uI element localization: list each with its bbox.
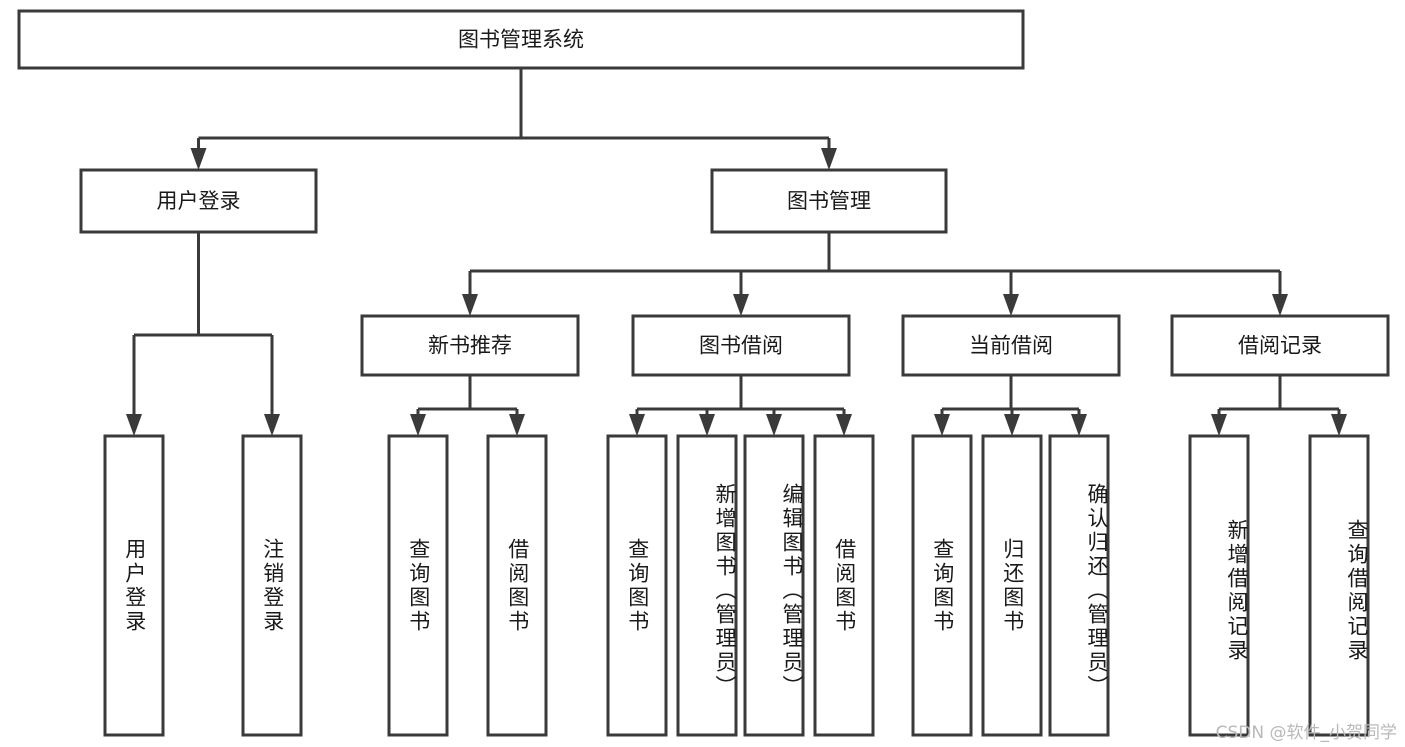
node-leaf-confirm-return [1048, 434, 1110, 737]
arrow-head-icon [699, 414, 715, 436]
node-box-leaf-query-book-2[interactable] [606, 434, 668, 737]
node-label-book-manage: 图书管理 [787, 189, 871, 213]
node-leaf-query-book-2 [606, 434, 668, 737]
node-box-leaf-add-record[interactable] [1188, 434, 1250, 737]
node-new-book-rec: 新书推荐 [360, 314, 580, 377]
node-leaf-query-record [1308, 434, 1370, 737]
node-leaf-borrow-book-2 [813, 434, 875, 737]
node-label-new-book-rec: 新书推荐 [428, 334, 512, 358]
arrow-head-icon [934, 414, 950, 436]
node-box-leaf-query-book-3[interactable] [911, 434, 973, 737]
node-box-leaf-logout[interactable] [241, 434, 303, 737]
arrow-head-icon [836, 414, 852, 436]
node-box-leaf-return-book[interactable] [981, 434, 1043, 737]
node-box-leaf-add-book[interactable] [676, 434, 738, 737]
node-label-borrow-record: 借阅记录 [1238, 334, 1322, 358]
node-label-root: 图书管理系统 [458, 28, 584, 52]
arrow-head-icon [410, 414, 426, 436]
arrow-head-icon [766, 414, 782, 436]
watermark-text: CSDN @软件_小贺同学 [1215, 723, 1397, 743]
node-box-book-borrow[interactable] [631, 314, 851, 377]
node-label-user-login: 用户登录 [157, 189, 241, 213]
arrow-head-icon [264, 414, 280, 436]
node-box-leaf-edit-book[interactable] [743, 434, 805, 737]
node-label-book-borrow: 图书借阅 [699, 334, 783, 358]
arrow-head-icon [462, 294, 478, 316]
node-current-borrow: 当前借阅 [901, 314, 1121, 377]
node-leaf-query-book-3 [911, 434, 973, 737]
node-box-book-manage[interactable] [710, 168, 948, 234]
node-leaf-logout [241, 434, 303, 737]
arrow-head-icon [1003, 294, 1019, 316]
node-box-user-login[interactable] [79, 168, 318, 234]
arrow-head-icon [1211, 414, 1227, 436]
node-leaf-return-book [981, 434, 1043, 737]
node-box-current-borrow[interactable] [901, 314, 1121, 377]
node-user-login: 用户登录 [79, 168, 318, 234]
node-box-leaf-query-record[interactable] [1308, 434, 1370, 737]
arrow-head-icon [733, 294, 749, 316]
node-box-leaf-query-book-1[interactable] [387, 434, 449, 737]
arrow-head-icon [1272, 294, 1288, 316]
node-leaf-add-book [676, 434, 738, 737]
arrow-head-icon [126, 414, 142, 436]
node-leaf-add-record [1188, 434, 1250, 737]
node-box-root[interactable] [17, 9, 1025, 70]
node-book-manage: 图书管理 [710, 168, 948, 234]
arrow-head-icon [629, 414, 645, 436]
node-box-leaf-borrow-book-2[interactable] [813, 434, 875, 737]
node-leaf-borrow-book-1 [486, 434, 548, 737]
arrow-head-icon [190, 148, 207, 170]
node-box-new-book-rec[interactable] [360, 314, 580, 377]
node-box-leaf-user-login[interactable] [103, 434, 165, 737]
node-book-borrow: 图书借阅 [631, 314, 851, 377]
arrow-head-icon [1331, 414, 1347, 436]
arrow-head-icon [1004, 414, 1020, 436]
node-leaf-query-book-1 [387, 434, 449, 737]
arrow-head-icon [821, 148, 837, 170]
node-borrow-record: 借阅记录 [1170, 314, 1390, 377]
node-root: 图书管理系统 [17, 9, 1025, 70]
arrow-head-icon [509, 414, 525, 436]
node-box-borrow-record[interactable] [1170, 314, 1390, 377]
node-box-leaf-borrow-book-1[interactable] [486, 434, 548, 737]
node-box-leaf-confirm-return[interactable] [1048, 434, 1110, 737]
edge-layer [126, 68, 1347, 436]
node-label-current-borrow: 当前借阅 [969, 334, 1053, 358]
arrow-head-icon [1071, 414, 1087, 436]
node-leaf-edit-book [743, 434, 805, 737]
node-leaf-user-login [103, 434, 165, 737]
